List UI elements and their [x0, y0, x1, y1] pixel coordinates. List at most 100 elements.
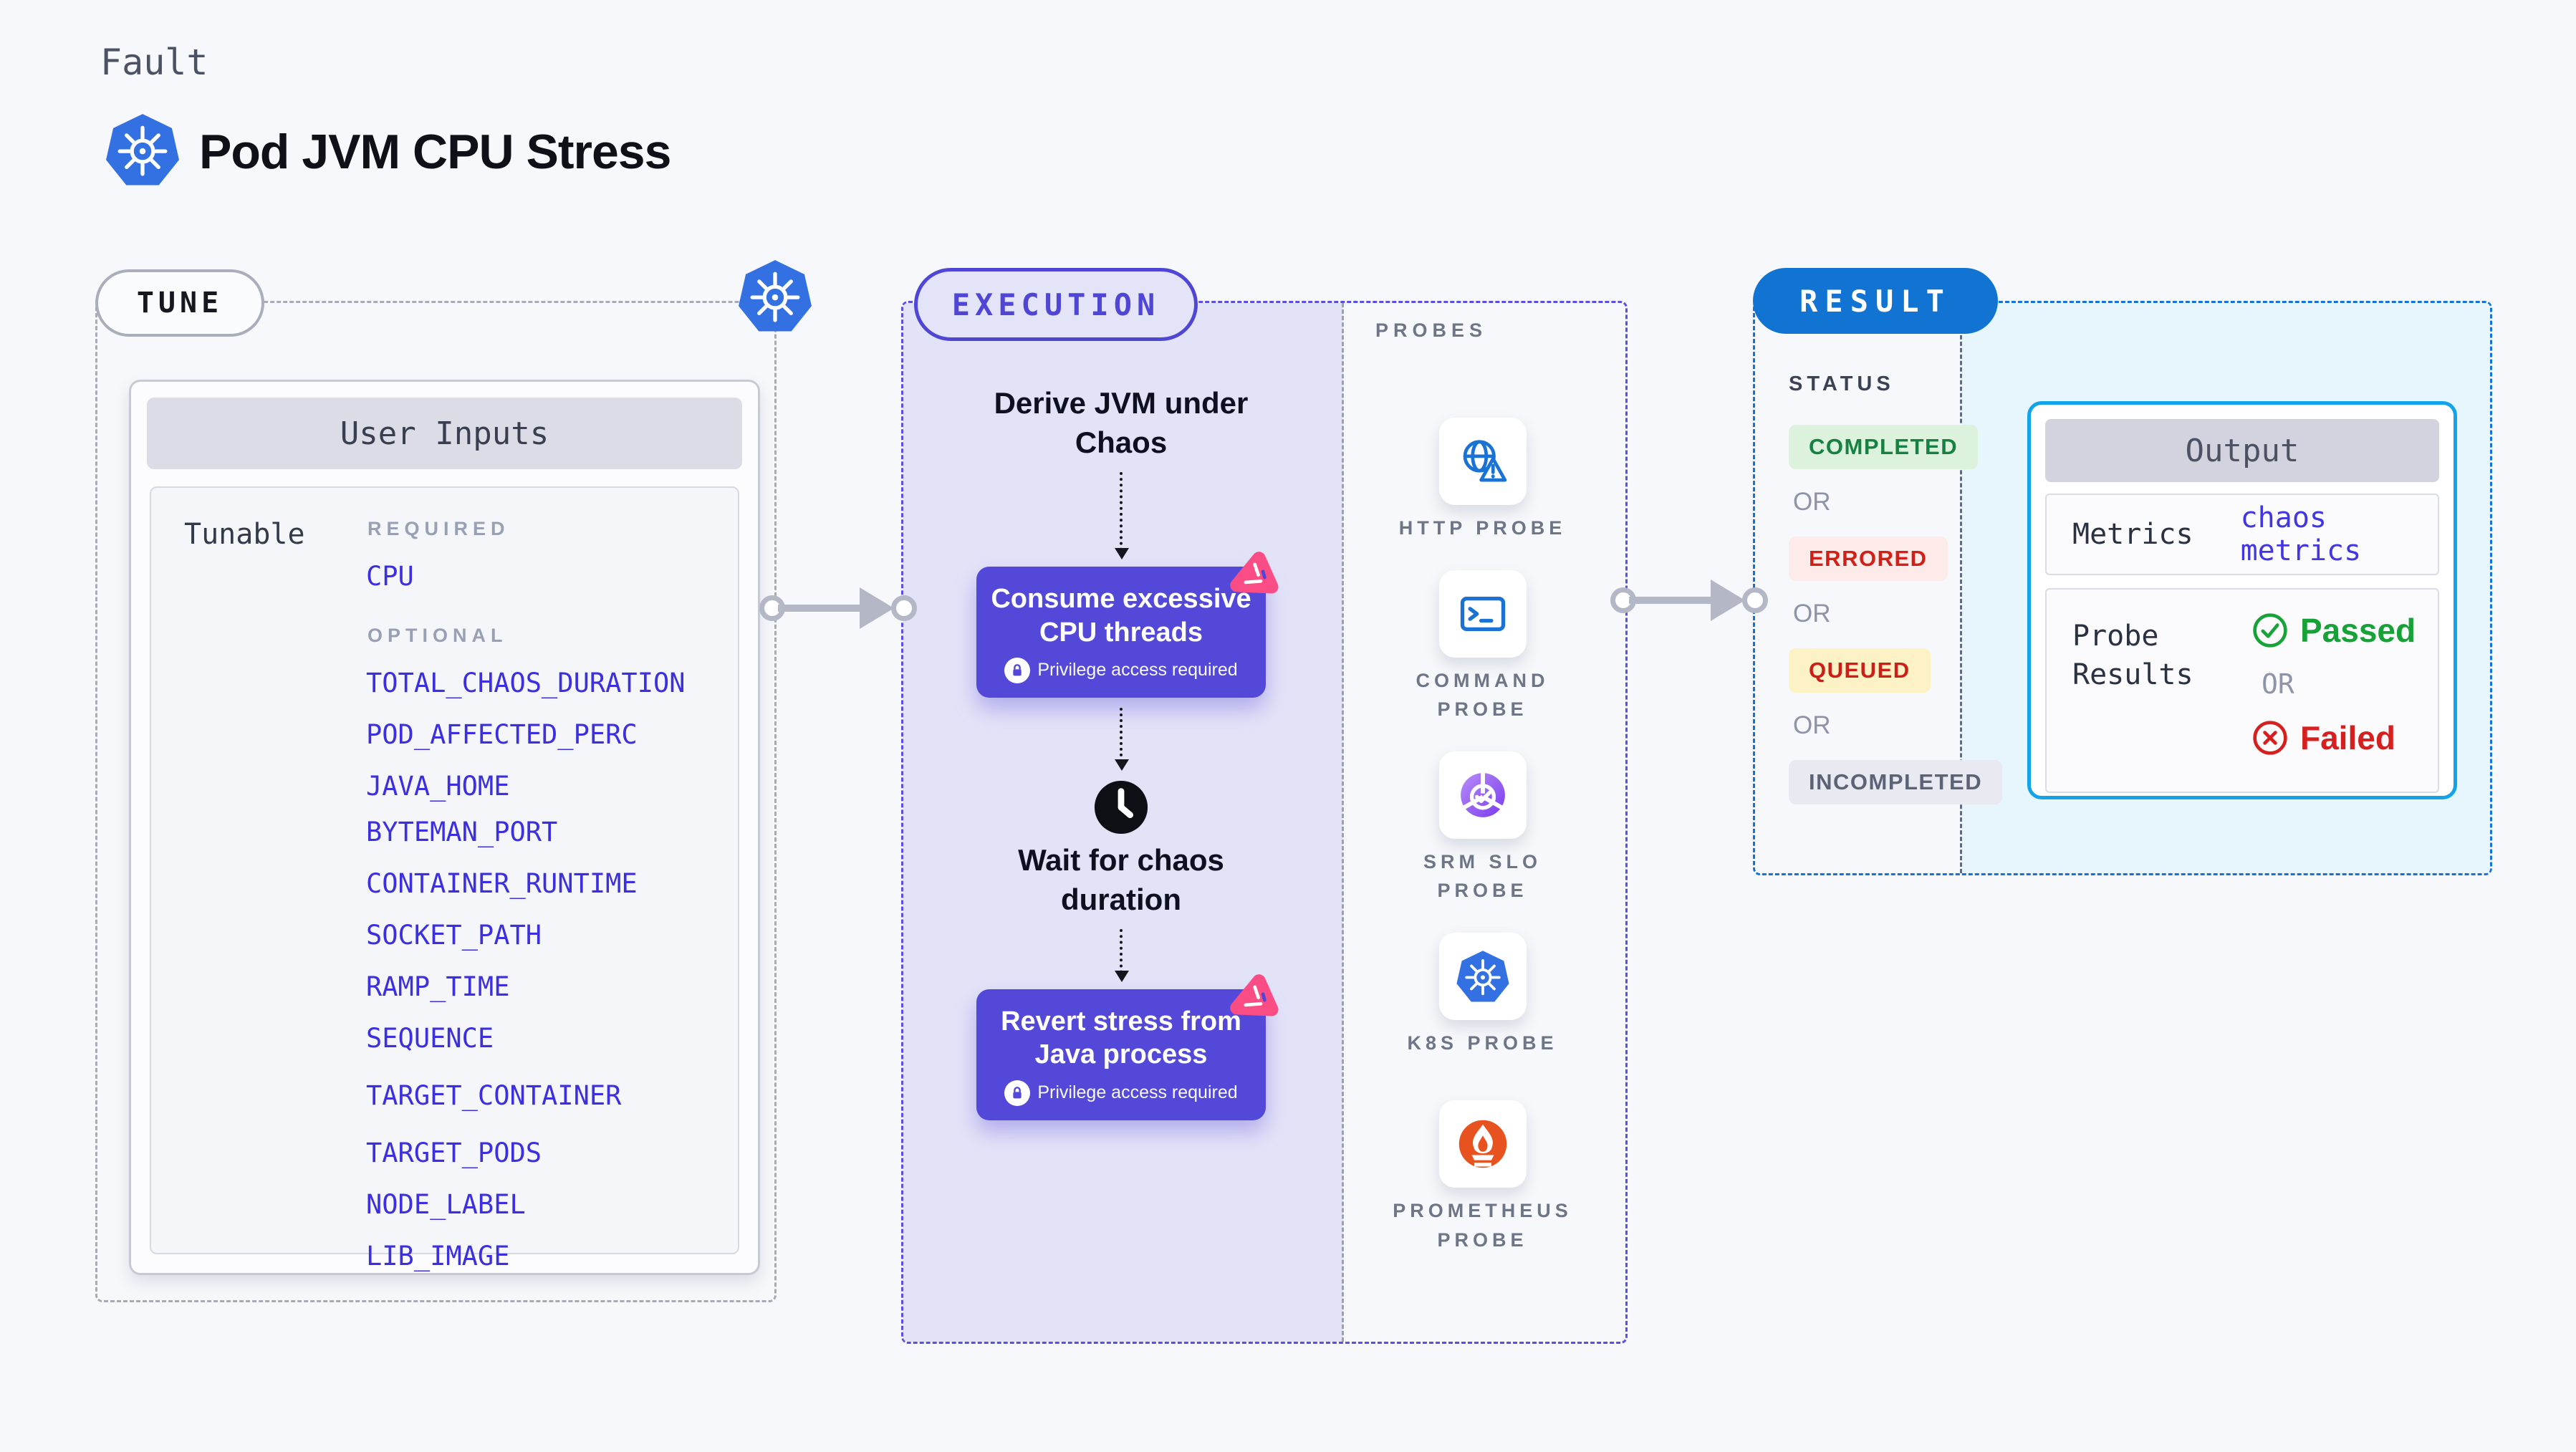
- probe-name: HTTP PROBE: [1398, 517, 1567, 539]
- kubernetes-icon: [105, 112, 181, 188]
- connector-line: [1629, 597, 1716, 604]
- probe-card: [1438, 569, 1527, 658]
- or-label: OR: [1793, 711, 1831, 739]
- page-title: Pod JVM CPU Stress: [199, 125, 671, 179]
- probe-prometheus: PROMETHEUS PROBE: [1386, 1100, 1580, 1254]
- lock-icon: [1004, 1080, 1031, 1106]
- result-pill: RESULT: [1753, 268, 1998, 334]
- output-title: Output: [2045, 419, 2439, 482]
- tunable-label: Tunable: [184, 518, 305, 551]
- connector-line: [778, 605, 865, 612]
- input-link-java-home[interactable]: JAVA_HOME: [366, 771, 510, 802]
- input-link-target-container[interactable]: TARGET_CONTAINER: [366, 1080, 622, 1111]
- input-link-total-chaos-duration[interactable]: TOTAL_CHAOS_DURATION: [366, 668, 686, 698]
- connector-dot: [1742, 587, 1768, 613]
- verdict-passed: Passed: [2251, 611, 2416, 650]
- status-badge-queued: QUEUED: [1789, 648, 1931, 693]
- verdict-column: Passed OR Failed: [2251, 611, 2416, 757]
- status-column: STATUS COMPLETED OR ERRORED OR QUEUED OR…: [1789, 372, 2003, 804]
- probe-card: [1438, 418, 1527, 505]
- optional-group-label: OPTIONAL: [367, 625, 508, 646]
- dotted-arrow-down: [1115, 707, 1129, 771]
- action-revert-stress: Revert stress from Java process Privileg…: [976, 989, 1266, 1120]
- probes-column: HTTP PROBE COMMAND PROBE SRM SLO PROBE K…: [1342, 301, 1623, 1254]
- probe-name: SRM SLO PROBE: [1423, 850, 1542, 902]
- dotted-arrow-down: [1115, 472, 1129, 560]
- probe-name: K8S PROBE: [1407, 1032, 1558, 1054]
- step-derive-jvm: Derive JVM under Chaos: [994, 386, 1249, 459]
- probe-command: COMMAND PROBE: [1386, 569, 1580, 724]
- or-label: OR: [1793, 600, 1831, 628]
- user-inputs-card: User Inputs Tunable REQUIRED CPU OPTIONA…: [129, 380, 760, 1275]
- probes-label: PROBES: [1375, 319, 1488, 341]
- privilege-note: Privilege access required: [989, 1080, 1253, 1106]
- lock-icon: [1004, 657, 1031, 683]
- tune-section: TUNE User Inputs Tunable REQUIRED CPU OP…: [95, 269, 819, 1315]
- inputs-column: REQUIRED CPU OPTIONAL TOTAL_CHAOS_DURATI…: [366, 514, 686, 1293]
- status-badge-completed: COMPLETED: [1789, 425, 1979, 469]
- kubernetes-icon: [737, 258, 813, 334]
- execution-flow: Derive JVM under Chaos Consume excessive…: [901, 301, 1341, 1120]
- arrowhead-icon: [860, 587, 894, 629]
- prometheus-flame-icon: [1456, 1117, 1510, 1171]
- connector-dot: [891, 595, 917, 621]
- or-label: OR: [2262, 668, 2294, 700]
- result-section: RESULT STATUS COMPLETED OR ERRORED OR QU…: [1753, 268, 2498, 877]
- input-link-sequence[interactable]: SEQUENCE: [366, 1023, 494, 1054]
- check-circle-icon: [2251, 612, 2289, 649]
- metrics-row: Metrics chaos metrics: [2045, 494, 2439, 575]
- status-label: STATUS: [1789, 372, 1895, 395]
- input-link-target-pods[interactable]: TARGET_PODS: [366, 1138, 542, 1168]
- probe-card: [1438, 1100, 1527, 1188]
- required-group-label: REQUIRED: [367, 518, 510, 539]
- flow-arrow-execution-to-result: [1610, 574, 1768, 626]
- action-title: Revert stress from Java process: [1001, 1006, 1241, 1070]
- probe-k8s: K8S PROBE: [1386, 932, 1580, 1058]
- dotted-arrow-down: [1115, 929, 1129, 983]
- input-link-socket-path[interactable]: SOCKET_PATH: [366, 920, 542, 951]
- probe-results-row: Probe Results Passed OR Failed: [2045, 588, 2439, 793]
- output-card: Output Metrics chaos metrics Probe Resul…: [2027, 401, 2457, 799]
- kubernetes-icon: [1456, 949, 1510, 1004]
- input-link-ramp-time[interactable]: RAMP_TIME: [366, 971, 510, 1002]
- status-badge-incompleted: INCOMPLETED: [1789, 760, 2003, 804]
- user-inputs-list: Tunable REQUIRED CPU OPTIONAL TOTAL_CHAO…: [150, 486, 739, 1271]
- chaos-metrics-link[interactable]: chaos metrics: [2240, 501, 2362, 567]
- tune-boundary: [95, 301, 777, 1302]
- probe-results-label: Probe Results: [2072, 620, 2193, 691]
- slo-donut-icon: [1456, 768, 1510, 822]
- execution-pill: EXECUTION: [914, 268, 1198, 341]
- x-circle-icon: [2251, 719, 2289, 756]
- input-link-cpu[interactable]: CPU: [366, 561, 414, 592]
- user-inputs-title: User Inputs: [147, 398, 742, 469]
- probe-card: [1438, 932, 1527, 1020]
- globe-alert-icon: [1456, 434, 1510, 489]
- status-divider: [1960, 303, 1962, 873]
- clock-icon: [1093, 779, 1149, 835]
- input-link-pod-affected-perc[interactable]: POD_AFFECTED_PERC: [366, 719, 638, 750]
- input-link-byteman-port[interactable]: BYTEMAN_PORT: [366, 817, 558, 847]
- step-wait-duration: Wait for chaos duration: [1018, 842, 1224, 916]
- probe-card: [1438, 751, 1527, 839]
- chaos-pinwheel-icon: [1229, 548, 1282, 601]
- input-link-node-label[interactable]: NODE_LABEL: [366, 1189, 526, 1220]
- execution-section: EXECUTION PROBES Derive JVM under Chaos …: [901, 268, 1639, 1344]
- terminal-icon: [1456, 587, 1510, 641]
- chaos-pinwheel-icon: [1229, 971, 1282, 1024]
- action-title: Consume excessive CPU threads: [991, 584, 1251, 648]
- privilege-note: Privilege access required: [989, 657, 1253, 683]
- arrowhead-icon: [1711, 580, 1745, 621]
- probe-srm-slo: SRM SLO PROBE: [1386, 751, 1580, 905]
- status-badge-errored: ERRORED: [1789, 537, 1948, 581]
- action-consume-cpu: Consume excessive CPU threads Privilege …: [976, 567, 1266, 698]
- metrics-label: Metrics: [2072, 518, 2193, 551]
- input-link-container-runtime[interactable]: CONTAINER_RUNTIME: [366, 868, 638, 899]
- flow-arrow-tune-to-execution: [759, 582, 917, 634]
- input-link-lib-image[interactable]: LIB_IMAGE: [366, 1241, 510, 1271]
- verdict-failed: Failed: [2251, 718, 2395, 757]
- or-label: OR: [1793, 488, 1831, 516]
- tune-pill: TUNE: [95, 269, 264, 337]
- probe-http: HTTP PROBE: [1386, 418, 1580, 543]
- probes-divider: [1342, 303, 1344, 1342]
